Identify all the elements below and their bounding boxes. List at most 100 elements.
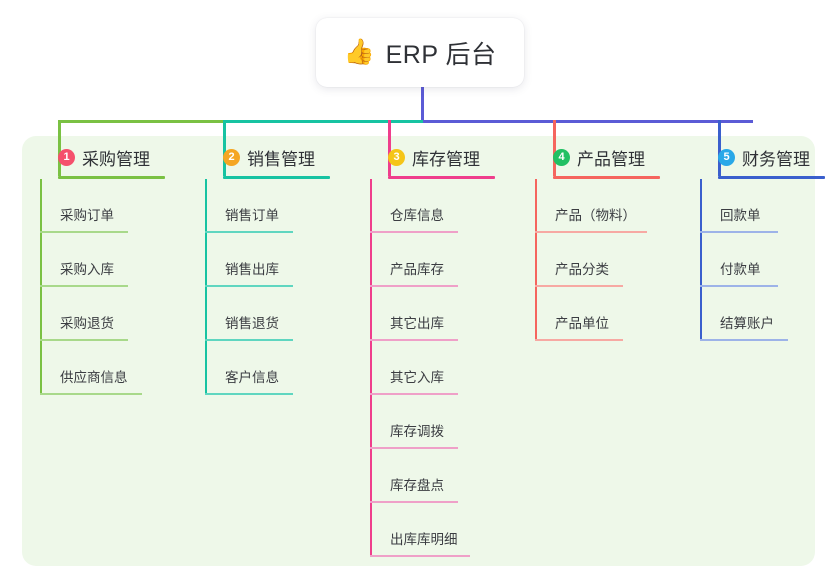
drop-connector-2: [223, 120, 226, 176]
root-stem-connector: [421, 85, 424, 123]
leaf-node[interactable]: 客户信息: [205, 341, 303, 395]
column-header-rule-3: [388, 176, 495, 179]
column-header-2[interactable]: 2 销售管理: [205, 146, 315, 169]
column-title-5: 财务管理: [742, 149, 810, 169]
leaf-rule: [700, 339, 788, 341]
leaf-rule: [370, 339, 458, 341]
leaf-node[interactable]: 库存盘点: [370, 449, 468, 503]
column-1: 1 采购管理采购订单采购入库采购退货供应商信息: [40, 146, 165, 395]
leaf-node[interactable]: 其它入库: [370, 341, 468, 395]
drop-connector-1: [58, 120, 61, 176]
leaf-label: 出库库明细: [390, 532, 458, 547]
leaf-rule: [370, 285, 458, 287]
leaf-label: 客户信息: [225, 370, 279, 385]
leaf-label: 其它入库: [390, 370, 444, 385]
column-header-rule-1: [58, 176, 165, 179]
leaf-rule: [40, 393, 142, 395]
trunk-left-green: [58, 120, 223, 123]
column-badge-5: 5: [718, 148, 735, 166]
root-node-card[interactable]: 👍 ERP 后台: [316, 18, 524, 87]
leaf-node[interactable]: 结算账户: [700, 287, 798, 341]
leaf-label: 采购订单: [60, 208, 114, 223]
column-title-2: 销售管理: [247, 149, 315, 169]
drop-connector-5: [718, 120, 721, 176]
column-header-3[interactable]: 3 库存管理: [370, 146, 480, 169]
leaf-rule: [205, 339, 293, 341]
leaf-rule: [535, 339, 623, 341]
column-title-1: 采购管理: [82, 149, 150, 169]
trunk-mid-teal: [223, 120, 423, 123]
leaf-node[interactable]: 销售退货: [205, 287, 303, 341]
diagram-background-panel: [22, 136, 815, 566]
column-header-rule-2: [223, 176, 330, 179]
root-node-title: ERP 后台: [385, 40, 497, 69]
trunk-right-purple: [423, 120, 753, 123]
leaf-label: 采购退货: [60, 316, 114, 331]
column-spine-2: [205, 179, 207, 395]
leaf-rule: [370, 447, 458, 449]
leaf-node[interactable]: 销售订单: [205, 179, 303, 233]
leaf-label: 产品（物料）: [555, 208, 636, 223]
leaf-node[interactable]: 出库库明细: [370, 503, 480, 557]
leaf-node[interactable]: 供应商信息: [40, 341, 152, 395]
leaf-rule: [205, 393, 293, 395]
leaf-rule: [700, 231, 778, 233]
leaf-label: 付款单: [720, 262, 761, 277]
column-3: 3 库存管理仓库信息产品库存其它出库其它入库库存调拨库存盘点出库库明细: [370, 146, 495, 557]
leaf-node[interactable]: 产品分类: [535, 233, 633, 287]
leaf-label: 采购入库: [60, 262, 114, 277]
column-badge-3: 3: [388, 148, 405, 166]
column-header-1[interactable]: 1 采购管理: [40, 146, 150, 169]
leaf-rule: [370, 393, 458, 395]
column-spine-5: [700, 179, 702, 341]
column-header-rule-5: [718, 176, 825, 179]
leaf-node[interactable]: 采购退货: [40, 287, 138, 341]
leaf-rule: [40, 285, 128, 287]
leaf-label: 供应商信息: [60, 370, 128, 385]
column-badge-4: 4: [553, 148, 570, 166]
leaf-label: 库存调拨: [390, 424, 444, 439]
leaf-node[interactable]: 产品（物料）: [535, 179, 657, 233]
column-header-5[interactable]: 5 财务管理: [700, 146, 810, 169]
leaf-label: 销售退货: [225, 316, 279, 331]
leaf-rule: [205, 285, 293, 287]
column-badge-2: 2: [223, 148, 240, 166]
leaf-label: 仓库信息: [390, 208, 444, 223]
leaf-label: 结算账户: [720, 316, 774, 331]
leaf-node[interactable]: 库存调拨: [370, 395, 468, 449]
leaf-node[interactable]: 产品库存: [370, 233, 468, 287]
leaf-label: 销售订单: [225, 208, 279, 223]
column-5: 5 财务管理回款单付款单结算账户: [700, 146, 825, 341]
column-2: 2 销售管理销售订单销售出库销售退货客户信息: [205, 146, 330, 395]
leaf-label: 回款单: [720, 208, 761, 223]
leaf-node[interactable]: 回款单: [700, 179, 788, 233]
leaf-rule: [40, 339, 128, 341]
column-title-3: 库存管理: [412, 149, 480, 169]
thumbs-up-icon: 👍: [343, 38, 375, 66]
leaf-node[interactable]: 仓库信息: [370, 179, 468, 233]
leaf-rule: [535, 231, 647, 233]
leaf-node[interactable]: 其它出库: [370, 287, 468, 341]
leaf-label: 产品分类: [555, 262, 609, 277]
leaf-rule: [700, 285, 778, 287]
leaf-node[interactable]: 付款单: [700, 233, 788, 287]
leaf-rule: [370, 501, 458, 503]
leaf-node[interactable]: 采购订单: [40, 179, 138, 233]
leaf-label: 产品单位: [555, 316, 609, 331]
column-badge-1: 1: [58, 148, 75, 166]
leaf-label: 产品库存: [390, 262, 444, 277]
leaf-node[interactable]: 采购入库: [40, 233, 138, 287]
leaf-label: 其它出库: [390, 316, 444, 331]
leaf-rule: [535, 285, 623, 287]
column-spine-4: [535, 179, 537, 341]
leaf-rule: [205, 231, 293, 233]
leaf-node[interactable]: 销售出库: [205, 233, 303, 287]
column-spine-1: [40, 179, 42, 395]
leaf-node[interactable]: 产品单位: [535, 287, 633, 341]
leaf-rule: [40, 231, 128, 233]
drop-connector-4: [553, 120, 556, 176]
leaf-label: 库存盘点: [390, 478, 444, 493]
drop-connector-3: [388, 120, 391, 176]
